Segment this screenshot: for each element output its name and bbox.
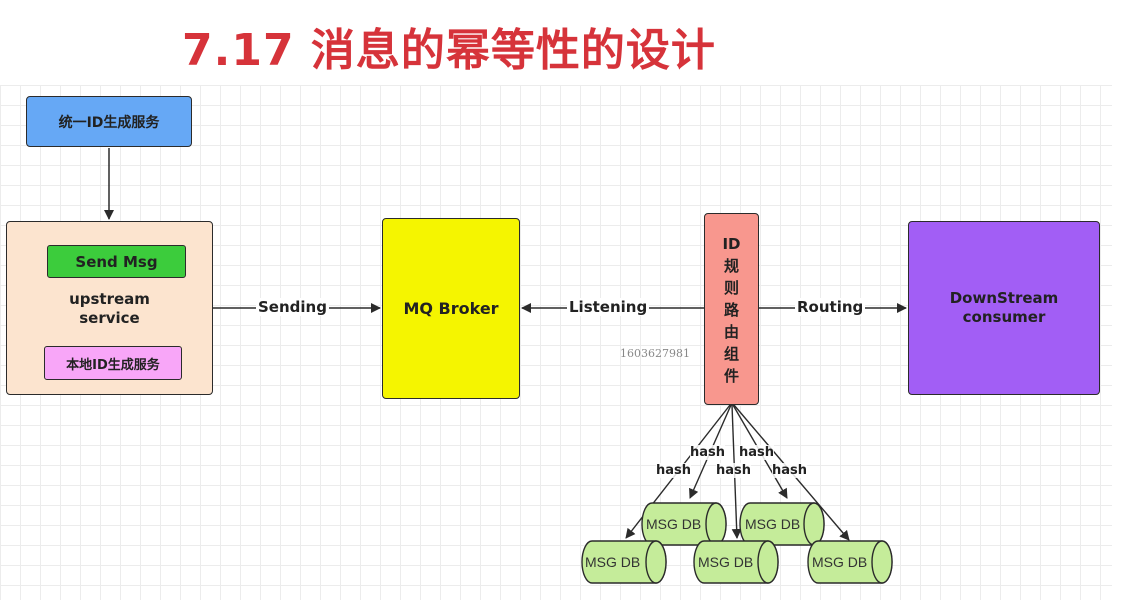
- msg-db-bottom-2: MSG DB: [693, 540, 779, 584]
- edge-label-routing: Routing: [795, 298, 866, 316]
- edge-label-hash: hash: [716, 463, 752, 478]
- msg-db-label: MSG DB: [812, 554, 867, 570]
- page-title: 7.17 消息的幂等性的设计: [182, 25, 716, 76]
- edge-label-listening: Listening: [567, 298, 650, 316]
- msg-db-bottom-1: MSG DB: [581, 540, 667, 584]
- msg-db-top-right: MSG DB: [739, 502, 825, 546]
- edge-label-hash: hash: [739, 445, 775, 460]
- watermark: 1603627981: [620, 347, 690, 360]
- downstream-consumer-node: DownStream consumer: [908, 221, 1100, 395]
- mq-broker-node: MQ Broker: [382, 218, 520, 399]
- local-id-service-node: 本地ID生成服务: [44, 346, 182, 380]
- id-service-node: 统一ID生成服务: [26, 96, 192, 147]
- msg-db-top-left: MSG DB: [641, 502, 727, 546]
- msg-db-label: MSG DB: [646, 516, 701, 532]
- msg-db-label: MSG DB: [698, 554, 753, 570]
- upstream-service-node: Send Msg upstream service 本地ID生成服务: [6, 221, 213, 395]
- edge-label-hash: hash: [690, 445, 726, 460]
- edge-label-sending: Sending: [256, 298, 329, 316]
- upstream-service-label: upstream service: [69, 290, 150, 327]
- send-msg-node: Send Msg: [47, 245, 186, 278]
- msg-db-bottom-3: MSG DB: [807, 540, 893, 584]
- msg-db-label: MSG DB: [585, 554, 640, 570]
- edge-label-hash: hash: [772, 463, 808, 478]
- id-router-label: ID规则路由组件: [722, 235, 741, 385]
- id-router-node: ID规则路由组件: [704, 213, 759, 405]
- msg-db-label: MSG DB: [745, 516, 800, 532]
- edge-label-hash: hash: [656, 463, 692, 478]
